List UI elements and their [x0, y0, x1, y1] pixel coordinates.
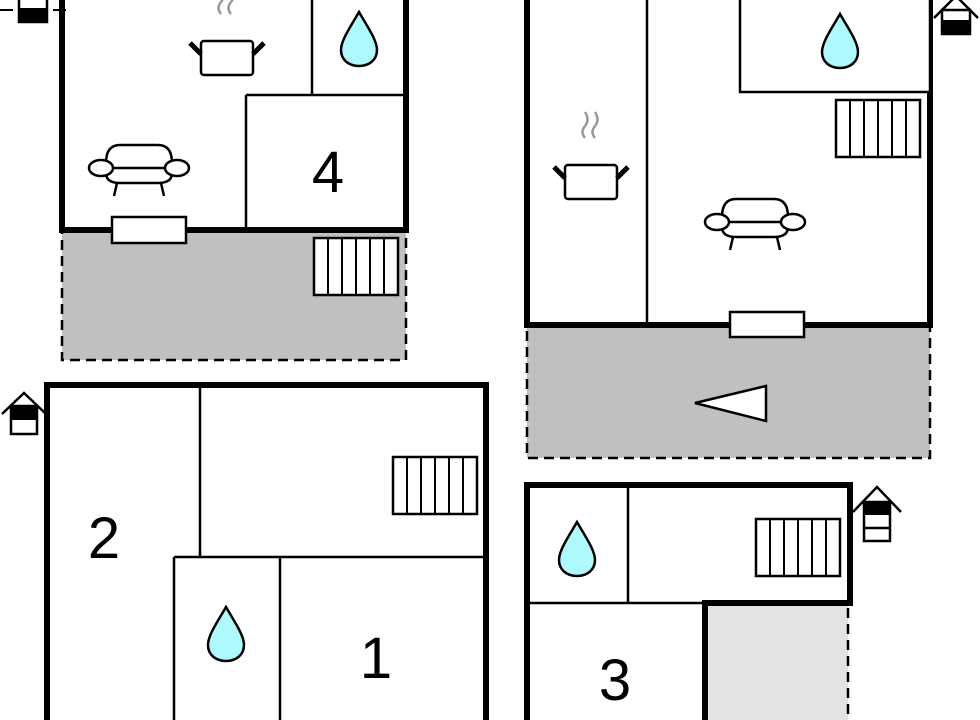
window-icon	[110, 215, 188, 245]
floor-plan-b	[524, 0, 933, 460]
room-number-4: 4	[312, 140, 344, 205]
stairs-icon	[391, 455, 479, 516]
floor-plan-a: 4	[59, 0, 409, 362]
floor-indicator-icon	[0, 0, 66, 24]
room-number-2: 2	[88, 506, 120, 571]
stairs-icon	[312, 236, 400, 297]
stairs-icon	[754, 517, 842, 578]
room-number-1: 1	[360, 626, 392, 691]
floor-plan-c: 2 1	[44, 382, 489, 720]
window-icon	[728, 310, 806, 339]
floor-indicator-icon	[852, 485, 902, 543]
floor-indicator-icon	[1, 391, 47, 436]
garage-area	[705, 603, 848, 720]
floor-indicator-icon	[933, 0, 979, 36]
terrace	[525, 323, 932, 460]
entrance-arrow-icon	[694, 384, 768, 423]
floor-plan-d: 3	[524, 482, 853, 720]
stairs-icon	[834, 98, 922, 159]
outer-wall	[44, 382, 489, 720]
room-number-3: 3	[599, 648, 631, 713]
